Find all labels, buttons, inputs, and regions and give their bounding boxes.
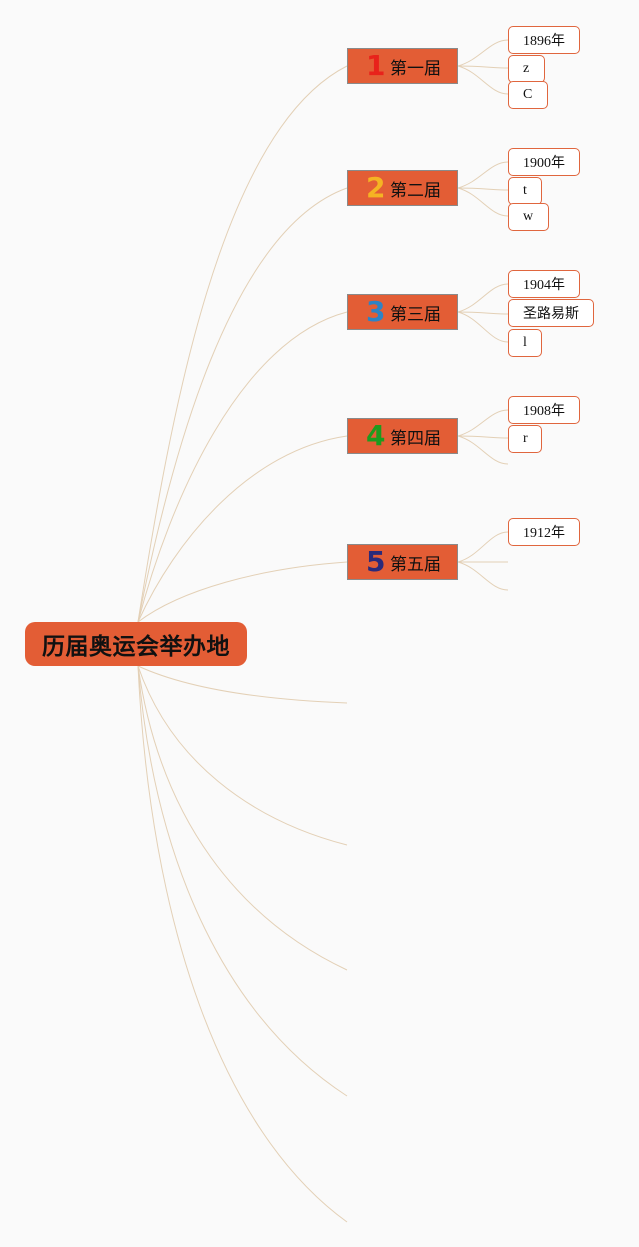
leaf-node-label: z: [523, 61, 530, 76]
leaf-connector: [457, 65, 509, 69]
leaf-connector: [457, 161, 509, 189]
leaf-connector: [457, 39, 509, 67]
root-connector: [137, 187, 348, 623]
number-1-icon: 1: [366, 49, 386, 82]
leaf-node[interactable]: 1896年: [508, 26, 580, 54]
root-connector: [137, 561, 348, 623]
root-connector: [137, 665, 348, 846]
branch-node-4[interactable]: 4 第四届: [347, 418, 458, 454]
root-node-label: 历届奥运会举办地: [42, 634, 230, 660]
leaf-node[interactable]: 1908年: [508, 396, 580, 424]
branch-node-5[interactable]: 5 第五届: [347, 544, 458, 580]
root-connector: [137, 665, 348, 1097]
leaf-connector: [457, 531, 509, 563]
leaf-connector: [457, 311, 509, 315]
leaf-node-label: 1896年: [523, 34, 565, 49]
leaf-connector: [457, 435, 509, 465]
leaf-connector: [457, 283, 509, 313]
leaf-connector: [457, 65, 509, 95]
number-5-icon: 5: [366, 545, 386, 578]
leaf-node-label: r: [523, 431, 528, 446]
leaf-node[interactable]: C: [508, 81, 548, 109]
leaf-connector: [457, 409, 509, 437]
leaf-node[interactable]: 圣路易斯: [508, 299, 594, 327]
root-connector: [137, 665, 348, 1223]
leaf-node[interactable]: r: [508, 425, 542, 453]
leaf-node-label: 1904年: [523, 278, 565, 293]
branch-node-2[interactable]: 2 第二届: [347, 170, 458, 206]
number-2-icon: 2: [366, 171, 386, 204]
root-connector: [137, 435, 348, 623]
leaf-node[interactable]: l: [508, 329, 542, 357]
branch-node-label: 第二届: [390, 180, 441, 201]
leaf-node[interactable]: 1904年: [508, 270, 580, 298]
root-connector: [137, 65, 348, 623]
leaf-node[interactable]: t: [508, 177, 542, 205]
branch-node-label: 第三届: [390, 304, 441, 325]
leaf-node-label: l: [523, 335, 527, 350]
root-connector: [137, 311, 348, 623]
branch-node-label: 第五届: [390, 554, 441, 575]
leaf-node-label: C: [523, 87, 533, 102]
leaf-connector: [457, 561, 509, 591]
root-node[interactable]: 历届奥运会举办地: [25, 622, 247, 666]
leaf-connector: [457, 435, 509, 439]
leaf-node-label: w: [523, 209, 534, 224]
leaf-node-label: 1900年: [523, 156, 565, 171]
leaf-node-label: t: [523, 183, 527, 198]
leaf-node-label: 1912年: [523, 526, 565, 541]
branch-node-label: 第四届: [390, 428, 441, 449]
number-4-icon: 4: [366, 419, 386, 452]
leaf-node-label: 1908年: [523, 404, 565, 419]
leaf-node[interactable]: w: [508, 203, 549, 231]
branch-node-label: 第一届: [390, 58, 441, 79]
leaf-node-label: 圣路易斯: [523, 307, 579, 322]
leaf-node[interactable]: z: [508, 55, 545, 83]
leaf-node[interactable]: 1900年: [508, 148, 580, 176]
root-connector: [137, 665, 348, 971]
number-3-icon: 3: [366, 295, 386, 328]
leaf-connector: [457, 187, 509, 191]
leaf-connector: [457, 187, 509, 217]
branch-node-1[interactable]: 1 第一届: [347, 48, 458, 84]
root-connector: [137, 665, 348, 704]
leaf-connector: [457, 311, 509, 343]
leaf-node[interactable]: 1912年: [508, 518, 580, 546]
branch-node-3[interactable]: 3 第三届: [347, 294, 458, 330]
